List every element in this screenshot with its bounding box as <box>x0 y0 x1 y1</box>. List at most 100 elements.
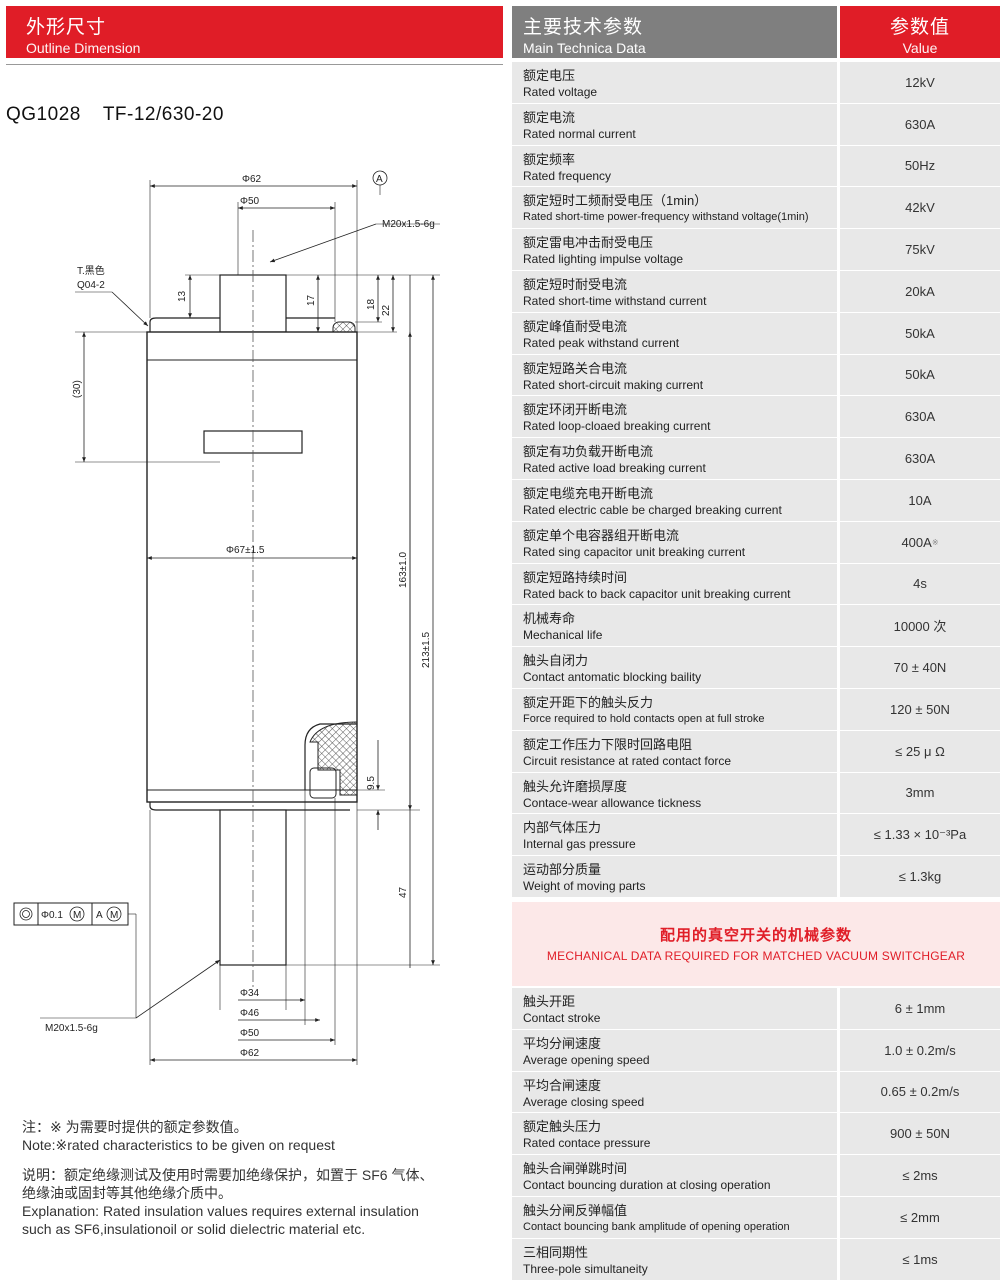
param-value: 3mm <box>905 785 935 801</box>
material-label: T.黑色 <box>77 264 105 277</box>
tech-data-header-cn: 主要技术参数 <box>523 17 644 38</box>
note-en: Note:※rated characteristics to be given … <box>22 1137 335 1153</box>
param-value-cell: 400A※ <box>840 521 1000 564</box>
param-name-en: Rated normal current <box>523 126 636 141</box>
param-value-cell: 20kA <box>840 270 1000 313</box>
param-name-en: Rated short-circuit making current <box>523 377 704 392</box>
outline-drawing: Φ62 Φ50 A M20x1.5-6g T.黑色 Q04-2 13 17 18… <box>13 170 440 1065</box>
model-code: QG1028 <box>6 104 81 125</box>
param-name-en: Contact antomatic blocking baility <box>523 670 702 685</box>
dim-213: 213±1.5 <box>421 631 432 668</box>
thread-top-label: M20x1.5-6g <box>382 219 435 230</box>
param-value: 50kA <box>905 325 935 341</box>
param-name-cn: 额定电压 <box>523 68 576 83</box>
param-value: 4s <box>913 576 927 592</box>
datum-label: A <box>376 174 383 185</box>
value-header-en: Value <box>902 40 938 56</box>
param-value: ≤ 2mm <box>900 1209 940 1225</box>
dim-22: 22 <box>381 304 392 316</box>
param-value: 630A <box>904 116 936 132</box>
param-value-cell: 1.0 ± 0.2m/s <box>840 1029 1000 1072</box>
explanation-cn-2: 绝缘油或固封等其他绝缘介质中。 <box>22 1185 232 1201</box>
param-value: ≤ 25 μ Ω <box>895 743 945 759</box>
param-value-cell: 75kV <box>840 229 1000 271</box>
outline-panel: 外形尺寸 Outline Dimension QG1028 TF-12/630-2… <box>6 6 503 1238</box>
param-value-cell: 10000 次 <box>840 605 1000 648</box>
param-value: 75kV <box>905 242 935 258</box>
param-value-cell: 10A <box>840 479 1000 522</box>
outline-divider <box>6 64 503 65</box>
model-title: QG1028 TF-12/630-20 <box>6 104 224 126</box>
explanation-cn-1: 说明：额定绝缘测试及使用时需要加绝缘保护，如置于 SF6 气体、 <box>22 1167 434 1183</box>
dim-30: (30) <box>72 380 83 398</box>
param-name-cn: 触头合闸弹跳时间 <box>523 1161 628 1177</box>
param-value-cell: 900 ± 50N <box>840 1113 1000 1156</box>
top-terminal <box>219 274 287 333</box>
dim-17: 17 <box>306 294 317 306</box>
param-value-cell: 42kV <box>840 187 1000 230</box>
dim-phi46: Φ46 <box>240 1008 260 1019</box>
param-name-cn: 平均分闸速度 <box>523 1035 602 1051</box>
param-value: 6 ± 1mm <box>894 1000 946 1016</box>
model-type: TF-12/630-20 <box>102 104 224 125</box>
notes-block: 注：※ 为需要时提供的额定参数值。 Note:※rated characteri… <box>22 1118 492 1238</box>
param-value-cell: 50kA <box>840 312 1000 355</box>
param-name-cn: 三相同期性 <box>523 1244 589 1260</box>
param-name-en: Contace-wear allowance tickness <box>523 795 702 810</box>
table-row: 额定短时工频耐受电压（1min）Rated short-time power-f… <box>512 187 1000 230</box>
param-name-cell: 额定短时工频耐受电压（1min）Rated short-time power-f… <box>512 187 837 230</box>
param-name-en: Rated frequency <box>523 168 612 183</box>
value-header-cn: 参数值 <box>889 17 950 38</box>
dim-phi62-bottom: Φ62 <box>240 1048 260 1059</box>
param-value: 900 ± 50N <box>890 1126 950 1142</box>
param-name-cn: 机械寿命 <box>523 611 576 627</box>
outline-header-en: Outline Dimension <box>26 40 141 56</box>
param-name-en: Rated voltage <box>523 85 598 99</box>
thread-bottom-label: M20x1.5-6g <box>45 1023 98 1034</box>
param-value-cell: 630A <box>840 103 1000 146</box>
param-name-en: Contact bouncing bank amplitude of openi… <box>523 1220 790 1233</box>
param-value: 12kV <box>905 74 935 90</box>
param-name-cn: 额定工作压力下限时回路电阻 <box>523 736 693 752</box>
tol-a: A <box>96 910 103 921</box>
param-name-cn: 额定峰值耐受电流 <box>523 318 628 334</box>
param-name-cn: 触头开距 <box>523 993 576 1009</box>
outline-header: 外形尺寸 Outline Dimension <box>6 6 503 58</box>
param-value-cell: 630A <box>840 396 1000 439</box>
param-name-cn: 运动部分质量 <box>523 862 602 878</box>
param-value: 0.65 ± 0.2m/s <box>880 1084 960 1100</box>
param-name-en: Weight of moving parts <box>523 879 646 894</box>
param-value-cell: 4s <box>840 563 1000 606</box>
param-name-cell: 额定电压 Rated voltage <box>512 62 837 104</box>
param-value-cell: 0.65 ± 0.2m/s <box>840 1071 1000 1114</box>
param-value: 50Hz <box>904 158 936 174</box>
param-name-en: Contact stroke <box>523 1010 601 1025</box>
